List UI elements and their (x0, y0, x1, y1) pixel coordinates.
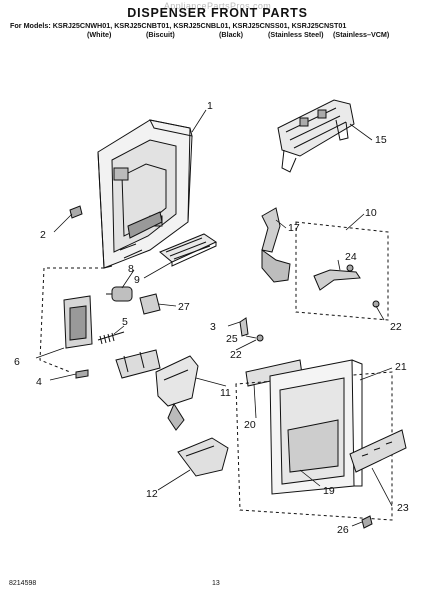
callout-8: 8 (128, 263, 134, 275)
callout-9: 9 (134, 274, 140, 286)
callout-25: 25 (226, 333, 238, 345)
spring-part (97, 331, 125, 345)
callout-labels: 1 15 2 17 10 8 9 24 27 5 3 25 22 6 22 21… (14, 100, 409, 536)
ice-lever-part (261, 207, 291, 283)
plug-part (139, 293, 161, 315)
screw-part-26 (361, 515, 373, 529)
callout-22b: 22 (390, 321, 402, 333)
page-number: 13 (212, 580, 220, 587)
screw-part-24 (346, 264, 354, 272)
screw-part-4 (75, 369, 89, 379)
callout-21: 21 (395, 361, 407, 373)
screw-part-22a (256, 334, 264, 342)
callout-24: 24 (345, 251, 357, 263)
variant-biscuit: (Biscuit) (146, 30, 175, 39)
variant-black: (Black) (219, 30, 243, 39)
control-board-part (277, 99, 355, 173)
callout-10: 10 (365, 207, 377, 219)
clip-part (239, 317, 249, 337)
variant-white: (White) (87, 30, 112, 39)
wire-harness-guide (39, 267, 104, 373)
callout-5: 5 (122, 316, 128, 328)
leader-lines (35, 109, 393, 527)
callout-6: 6 (14, 356, 20, 368)
front-panel-box (235, 371, 393, 521)
bracket-part (115, 349, 161, 379)
document-number: 8214598 (9, 580, 37, 587)
callout-17: 17 (288, 222, 300, 234)
callout-4: 4 (36, 376, 42, 388)
callout-22a: 22 (230, 349, 242, 361)
callout-19: 19 (323, 485, 335, 497)
variant-stainless-vcm: (Stainless–VCM) (333, 30, 390, 39)
actuator-arm-part (155, 355, 199, 431)
dispenser-housing-part (97, 119, 193, 269)
chute-door-part (177, 437, 229, 477)
lever-arm-part (313, 269, 361, 291)
callout-12: 12 (146, 488, 158, 500)
screw-part-2 (69, 205, 83, 219)
callout-11: 11 (220, 387, 231, 399)
callout-23: 23 (397, 502, 409, 514)
switch-module-part (63, 295, 93, 349)
callout-20: 20 (244, 419, 256, 431)
drip-tray-part (159, 233, 218, 267)
pad-assembly-box (295, 221, 389, 321)
front-panel-part (269, 359, 363, 495)
callout-3: 3 (210, 321, 216, 333)
callout-27: 27 (178, 301, 190, 313)
watermark: AppliancePartsPros.com (163, 1, 272, 11)
callout-2: 2 (40, 229, 46, 241)
callout-15: 15 (375, 134, 387, 146)
page-title: DISPENSER FRONT PARTS (127, 6, 308, 20)
control-panel-part (349, 429, 407, 473)
models-line: For Models: KSRJ25CNWH01, KSRJ25CNBT01, … (10, 21, 347, 30)
variant-stainless-steel: (Stainless Steel) (268, 30, 324, 39)
callout-26: 26 (337, 524, 349, 536)
callout-1: 1 (207, 100, 213, 112)
solenoid-part (106, 286, 133, 302)
screw-part-22b (372, 300, 380, 308)
